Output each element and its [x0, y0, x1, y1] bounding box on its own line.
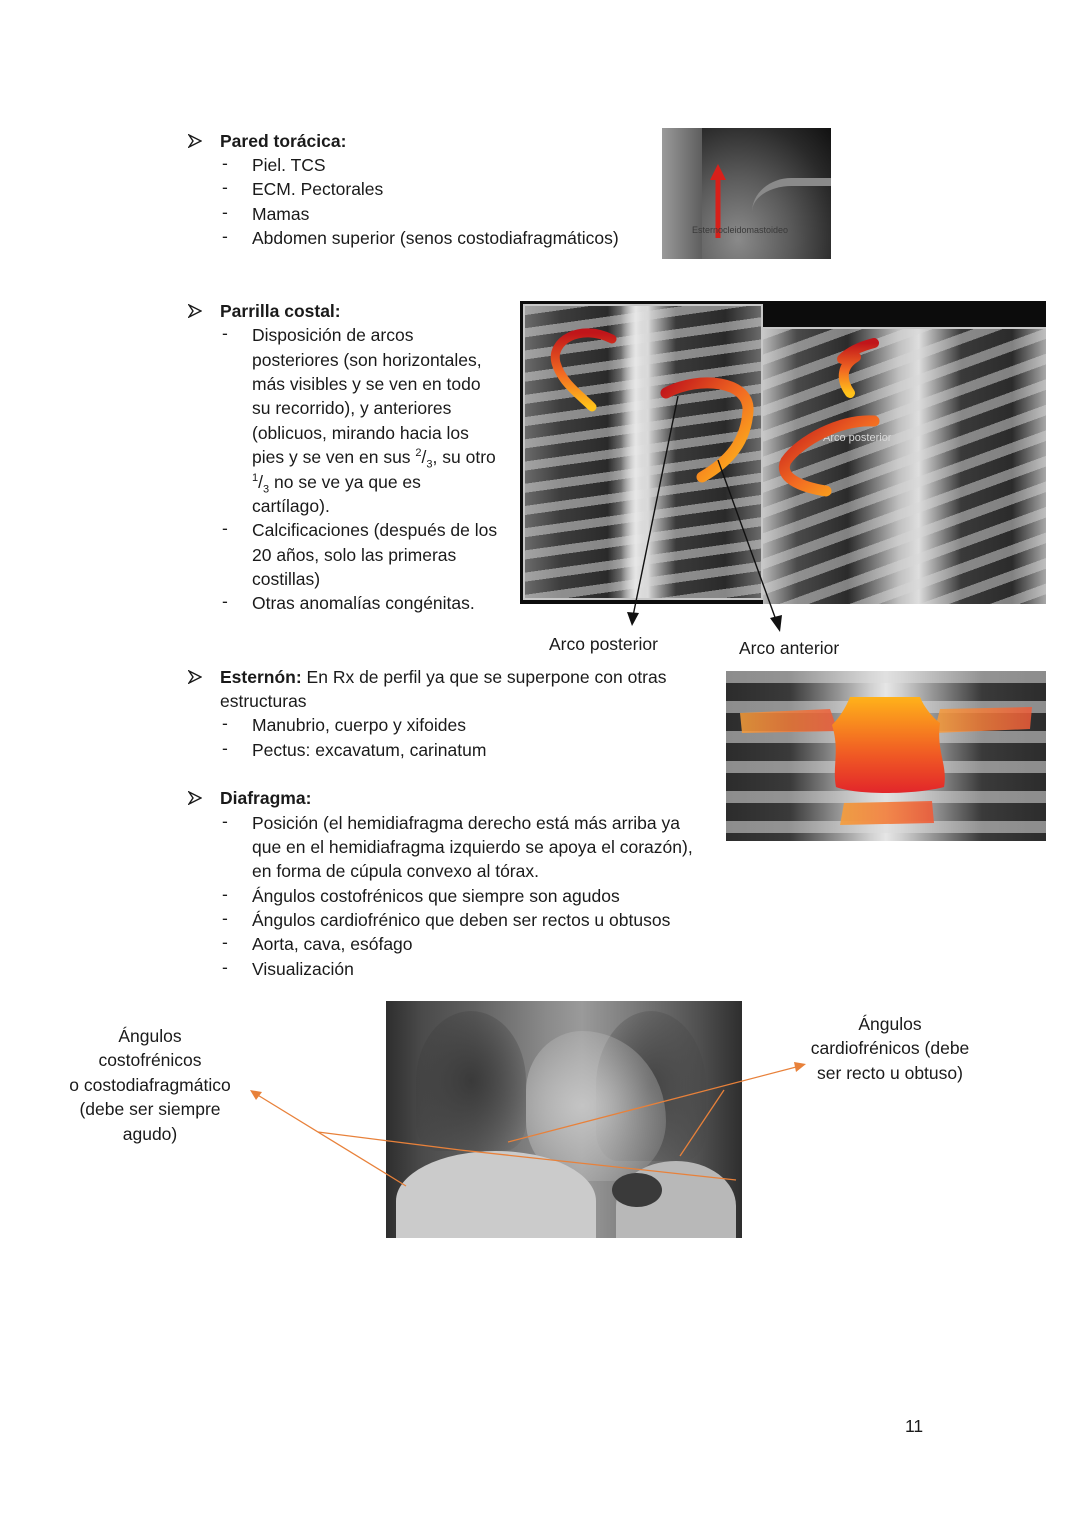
list-item-line: su recorrido), y anteriores [252, 398, 452, 418]
arrow-bullet-icon [188, 304, 202, 318]
right-upper-arc-mark [837, 338, 879, 398]
list-item-line: cartílago). [252, 496, 330, 516]
sternum-highlight [740, 697, 1032, 825]
list-item-line: Calcificaciones (después de los [252, 520, 498, 540]
list-item: Pectus: excavatum, carinatum [252, 740, 487, 760]
image-label: Esternocleidomastoideo [692, 225, 789, 235]
anterior-arc-mark [660, 377, 754, 483]
arc-callout-arrows [627, 395, 782, 632]
rib-cage-xray-composite: Arco posterior [520, 301, 1046, 604]
list-item-line: posteriores (son horizontales, [252, 350, 482, 370]
list-item-line: Disposición de arcos [252, 325, 414, 345]
arrow-bullet-icon [188, 791, 202, 805]
posterior-arc-mark [550, 328, 617, 412]
list-item: Otras anomalías congénitas. [252, 593, 475, 613]
list-item-line: en forma de cúpula convexo al tórax. [252, 861, 539, 881]
diaphragm-annotation-lines [250, 1062, 806, 1187]
neck-xray-image: Esternocleidomastoideo [662, 128, 831, 259]
esternon-intro: Esternón: En Rx de perfil ya que se supe… [220, 667, 667, 687]
list-item-line: costillas) [252, 569, 321, 589]
red-arrow-icon [710, 164, 726, 238]
arrow-bullet-icon [188, 134, 202, 148]
list-item: Visualización [252, 959, 354, 979]
list-item-line: que en el hemidiafragma izquierdo se apo… [252, 837, 693, 857]
diafragma-heading: Diafragma: [220, 788, 312, 808]
diaphragm-xray-image [386, 1001, 742, 1238]
left-xray-image [523, 304, 763, 600]
right-lower-arc-mark [778, 415, 880, 497]
list-item-line: pies y se ven en sus 2/3, su otro [252, 447, 496, 471]
list-item: Aorta, cava, esófago [252, 934, 413, 954]
list-item: ECM. Pectorales [252, 179, 384, 199]
rib-arc-highlights [550, 328, 880, 497]
list-item-line: (oblicuos, mirando hacia los [252, 423, 469, 443]
list-item-line: 20 años, solo las primeras [252, 545, 457, 565]
pared-heading: Pared torácica: [220, 131, 347, 151]
list-item: Ángulos costofrénicos que siempre son ag… [252, 886, 620, 906]
list-item: Abdomen superior (senos costodiafragmáti… [252, 228, 619, 248]
caption-arco-posterior: Arco posterior [549, 634, 658, 654]
arrow-bullet-icon [188, 670, 202, 684]
annotation-costofrenicos: Ángulos costofrénicos o costodiafragmáti… [69, 1026, 231, 1144]
right-xray-image: Arco posterior [763, 327, 1046, 604]
list-item-line: 1/3 no se ve ya que es [252, 472, 421, 496]
sternum-xray-image [726, 671, 1046, 841]
list-item: Piel. TCS [252, 155, 326, 175]
list-item-line: más visibles y se ven en todo [252, 374, 481, 394]
annotation-cardiofrenicos: Ángulos cardiofrénicos (debe ser recto u… [810, 1014, 970, 1083]
list-item: Mamas [252, 204, 310, 224]
esternon-intro-line2: estructuras [220, 691, 307, 711]
list-item: Manubrio, cuerpo y xifoides [252, 715, 466, 735]
list-item: Ángulos cardiofrénico que deben ser rect… [252, 910, 671, 930]
parrilla-heading: Parrilla costal: [220, 301, 341, 321]
caption-arco-anterior: Arco anterior [739, 638, 840, 658]
image-label: Arco posterior [823, 432, 892, 444]
list-item-line: Posición (el hemidiafragma derecho está … [252, 813, 680, 833]
page-number: 11 [905, 1416, 924, 1436]
